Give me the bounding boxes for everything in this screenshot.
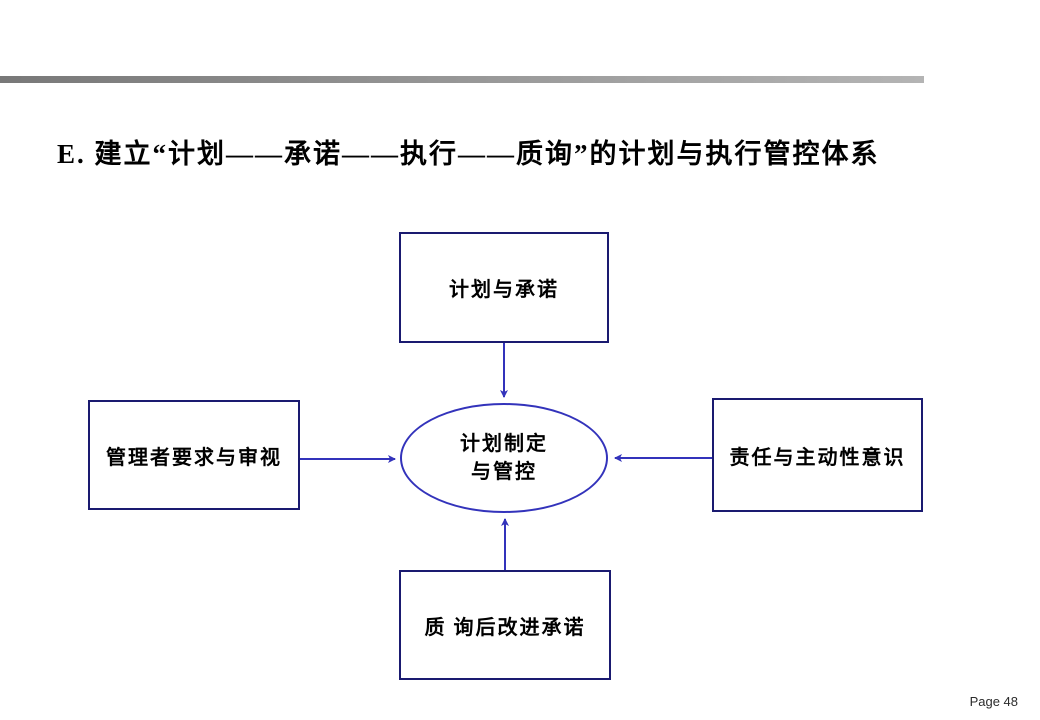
- box-manager-review: 管理者要求与审视: [88, 400, 300, 510]
- ellipse-plan-making-control: 计划制定 与管控: [400, 403, 608, 513]
- box-improve-commitment: 质 询后改进承诺: [399, 570, 611, 680]
- box-responsibility-awareness-label: 责任与主动性意识: [729, 446, 906, 469]
- ellipse-label-line2: 与管控: [471, 461, 537, 483]
- box-responsibility-awareness: 责任与主动性意识: [712, 398, 923, 512]
- box-plan-commitment: 计划与承诺: [399, 232, 609, 343]
- box-manager-review-label: 管理者要求与审视: [106, 446, 282, 469]
- ellipse-label-line1: 计划制定: [460, 433, 548, 455]
- box-plan-commitment-label: 计划与承诺: [449, 279, 559, 301]
- header-divider-bar: [0, 76, 924, 83]
- box-improve-commitment-label: 质 询后改进承诺: [424, 616, 586, 639]
- page-title: E. 建立“计划——承诺——执行——质询”的计划与执行管控体系: [57, 139, 880, 169]
- page-number: Page 48: [969, 694, 1018, 709]
